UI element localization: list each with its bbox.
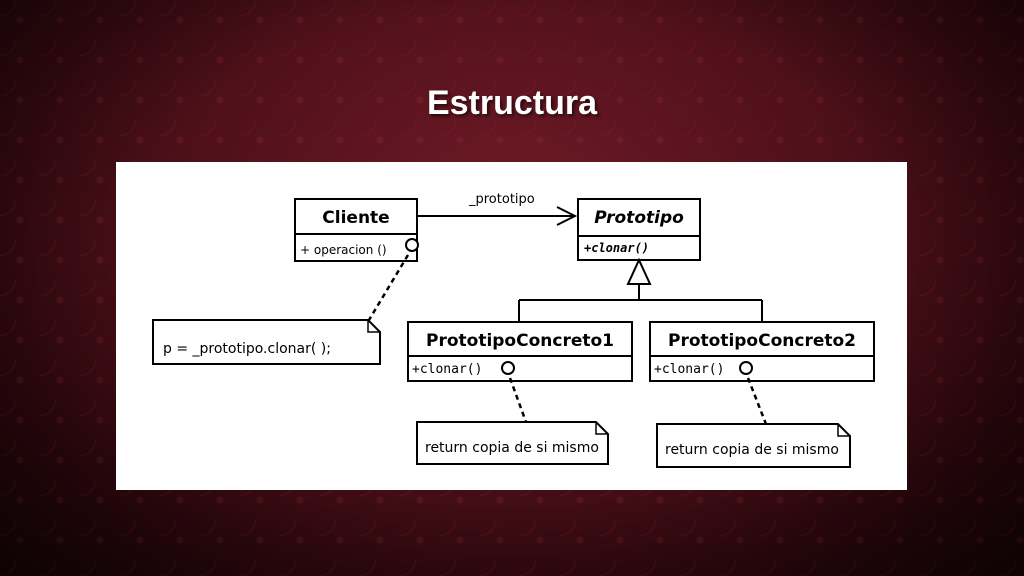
diagram-panel: Cliente + operacion () _prototipo Protot… xyxy=(116,162,907,490)
note-cliente-text: p = _prototipo.clonar( ); xyxy=(163,341,331,357)
note-concreto2-text: return copia de si mismo xyxy=(665,442,839,458)
class-prototipo-method: +clonar() xyxy=(584,241,649,255)
note-anchor-icon xyxy=(405,238,419,252)
note-concreto1-text: return copia de si mismo xyxy=(425,440,599,456)
class-cliente-name: Cliente xyxy=(322,208,389,228)
note-link-concreto2 xyxy=(746,377,768,425)
class-cliente-method: + operacion () xyxy=(300,243,387,257)
note-link-concreto1 xyxy=(508,377,528,423)
note-cliente: p = _prototipo.clonar( ); xyxy=(152,319,381,365)
class-prototipo: Prototipo +clonar() xyxy=(577,198,701,261)
class-concreto2-name: PrototipoConcreto2 xyxy=(668,331,856,351)
slide-title: Estructura xyxy=(426,84,598,122)
class-concreto1-method: +clonar() xyxy=(412,362,482,377)
note-concreto1: return copia de si mismo xyxy=(416,421,609,465)
class-prototipo-concreto-2: PrototipoConcreto2 +clonar() xyxy=(649,321,875,382)
class-cliente: Cliente + operacion () xyxy=(294,198,418,262)
arrow-head-icon xyxy=(556,206,578,226)
note-anchor-icon xyxy=(501,361,515,375)
class-prototipo-concreto-1: PrototipoConcreto1 +clonar() xyxy=(407,321,633,382)
uml-diagram: Cliente + operacion () _prototipo Protot… xyxy=(152,192,875,468)
note-link-cliente xyxy=(367,254,410,321)
class-prototipo-name: Prototipo xyxy=(594,208,684,228)
class-concreto1-name: PrototipoConcreto1 xyxy=(426,331,614,351)
class-concreto2-method: +clonar() xyxy=(654,362,724,377)
note-anchor-icon xyxy=(739,361,753,375)
note-concreto2: return copia de si mismo xyxy=(656,423,851,468)
inheritance-triangle-icon xyxy=(626,257,652,285)
association-label: _prototipo xyxy=(468,192,535,207)
